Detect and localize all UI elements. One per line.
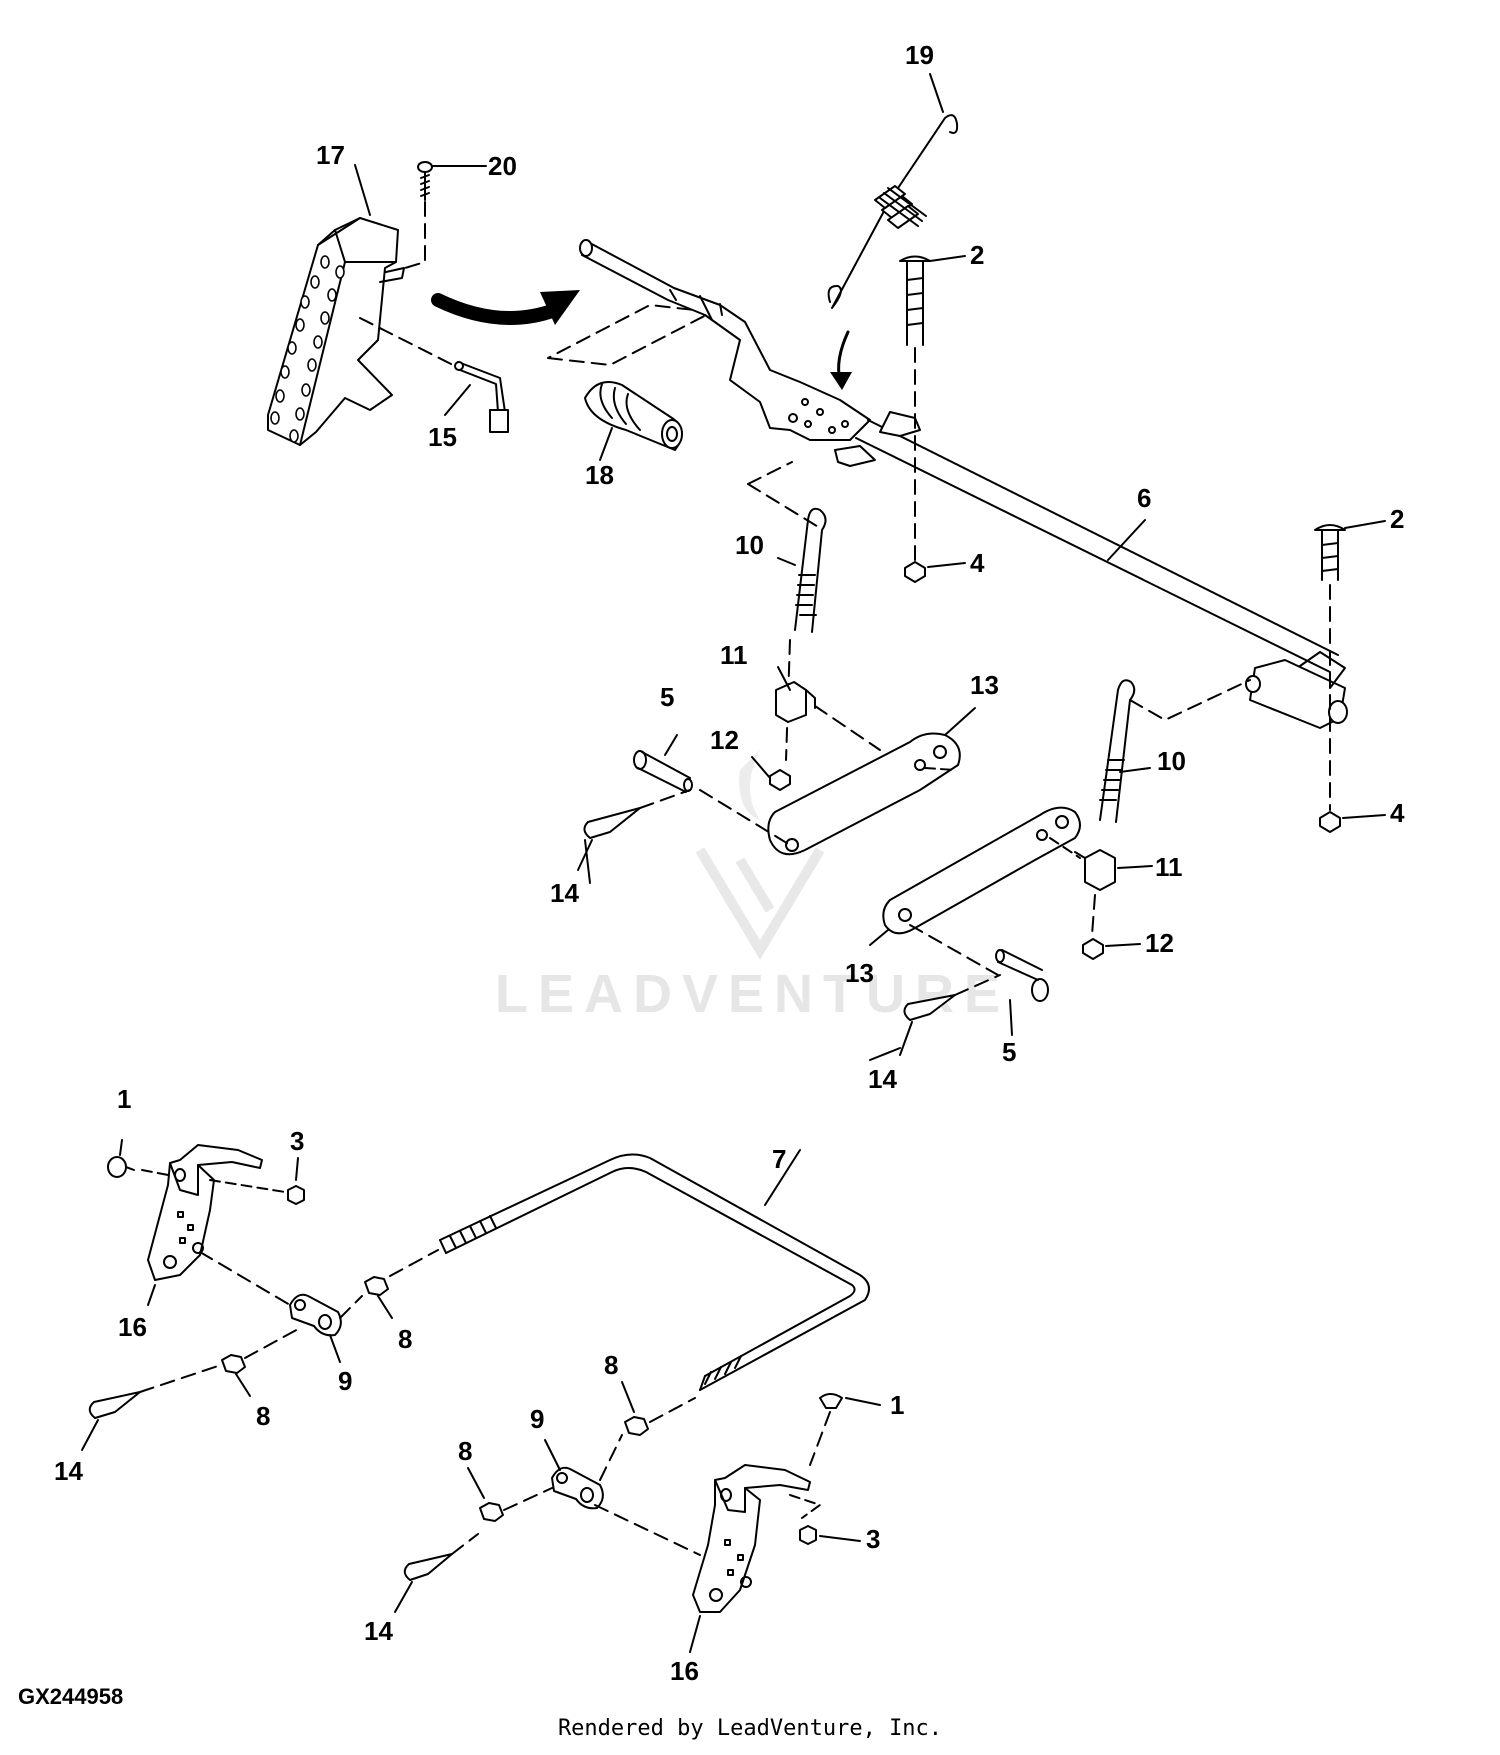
- bolt-1-left: [107, 1139, 135, 1178]
- clevis-pin-5-lower: [995, 949, 1049, 1002]
- clevis-pin-5-upper: [633, 750, 791, 846]
- callout-5: 5: [1002, 1037, 1016, 1067]
- swivel-block-11-right: [1074, 849, 1153, 936]
- callout-14: 14: [364, 1616, 393, 1646]
- callout-14: 14: [54, 1456, 83, 1486]
- callout-5: 5: [660, 682, 674, 712]
- swivel-9-right: [544, 1439, 701, 1556]
- adjust-rod-7: [439, 1149, 870, 1391]
- bracket-16-left: [141, 1144, 291, 1306]
- link-rod-10-right: [1099, 679, 1251, 823]
- hairpin-14-upper: [577, 789, 691, 871]
- callout-11: 11: [720, 640, 748, 670]
- callout-4: 4: [1390, 798, 1405, 828]
- callout-16: 16: [670, 1656, 699, 1686]
- callout-9: 9: [338, 1366, 352, 1396]
- hairpin-14-left: [81, 1365, 219, 1451]
- swivel-9-left: [289, 1293, 342, 1363]
- callout-19: 19: [905, 40, 934, 70]
- nut-8-right-lower: [467, 1467, 553, 1522]
- callout-10: 10: [1157, 746, 1186, 776]
- nut-4-right: [1319, 811, 1386, 833]
- lift-lever-arm: [579, 239, 1348, 729]
- callout-4: 4: [970, 548, 985, 578]
- callout-9: 9: [530, 1404, 544, 1434]
- screw-20: [404, 161, 487, 269]
- callout-14: 14: [868, 1064, 897, 1094]
- callout-8: 8: [398, 1324, 412, 1354]
- callout-13: 13: [970, 670, 999, 700]
- callout-6: 6: [1137, 483, 1151, 513]
- callout-20: 20: [488, 151, 517, 181]
- callout-12: 12: [1145, 928, 1174, 958]
- watermark-text: LEADVENTURE: [495, 964, 1010, 1024]
- assembly-arrow: [431, 293, 562, 325]
- hairpin-14-lower: [899, 974, 1001, 1056]
- lift-shaft-6: [855, 419, 1339, 673]
- callout-11: 11: [1155, 852, 1183, 882]
- carriage-bolt-2-left: [899, 255, 966, 561]
- callout-8: 8: [604, 1350, 618, 1380]
- callout-16: 16: [118, 1312, 147, 1342]
- render-credit: Rendered by LeadVenture, Inc.: [557, 1716, 943, 1741]
- callout-3: 3: [290, 1126, 304, 1156]
- callout-3: 3: [866, 1524, 880, 1554]
- callout-7: 7: [772, 1144, 786, 1174]
- callout-18: 18: [585, 460, 614, 490]
- callout-2: 2: [1390, 504, 1404, 534]
- callout-1: 1: [117, 1084, 131, 1114]
- figure-id: GX244958: [18, 1684, 124, 1709]
- nut-8-left-lower: [221, 1327, 301, 1397]
- hairpin-14-right: [394, 1533, 479, 1613]
- callout-17: 17: [316, 140, 345, 170]
- nut-8-right-upper: [599, 1381, 696, 1481]
- bracket-16-right: [689, 1464, 821, 1653]
- foot-pedal-17: [267, 217, 405, 446]
- carriage-bolt-2-right: [1314, 520, 1386, 811]
- callout-15: 15: [428, 422, 457, 452]
- nut-12-left: [769, 769, 791, 791]
- lift-link-13-lower: [882, 806, 1081, 976]
- spring-19: [827, 114, 959, 390]
- swivel-block-11-left: [775, 681, 816, 723]
- assembly-arrow-head: [540, 290, 580, 325]
- callout-12: 12: [710, 725, 739, 755]
- link-rod-10-left: [747, 461, 827, 761]
- nut-8-left-upper: [339, 1249, 439, 1319]
- bolt-1-right: [809, 1393, 881, 1466]
- callout-8: 8: [256, 1401, 270, 1431]
- callout-2: 2: [970, 240, 984, 270]
- nut-12-right: [1082, 938, 1141, 960]
- nut-4-left: [904, 561, 966, 583]
- callout-10: 10: [735, 530, 764, 560]
- callout-1: 1: [890, 1390, 904, 1420]
- callout-14: 14: [550, 878, 579, 908]
- lift-link-13-upper: [767, 705, 961, 856]
- watermark-logo: [695, 750, 825, 960]
- callout-13: 13: [845, 958, 874, 988]
- lock-pin-15: [359, 317, 509, 433]
- handle-grip-18: [547, 304, 713, 451]
- nut-3-right: [799, 1525, 861, 1545]
- callout-8: 8: [458, 1436, 472, 1466]
- callout-labels: 17 20 19 2 15 18 2 6 10 4 11 13 5 12 10 …: [54, 40, 1405, 1686]
- nut-3-left: [287, 1157, 305, 1205]
